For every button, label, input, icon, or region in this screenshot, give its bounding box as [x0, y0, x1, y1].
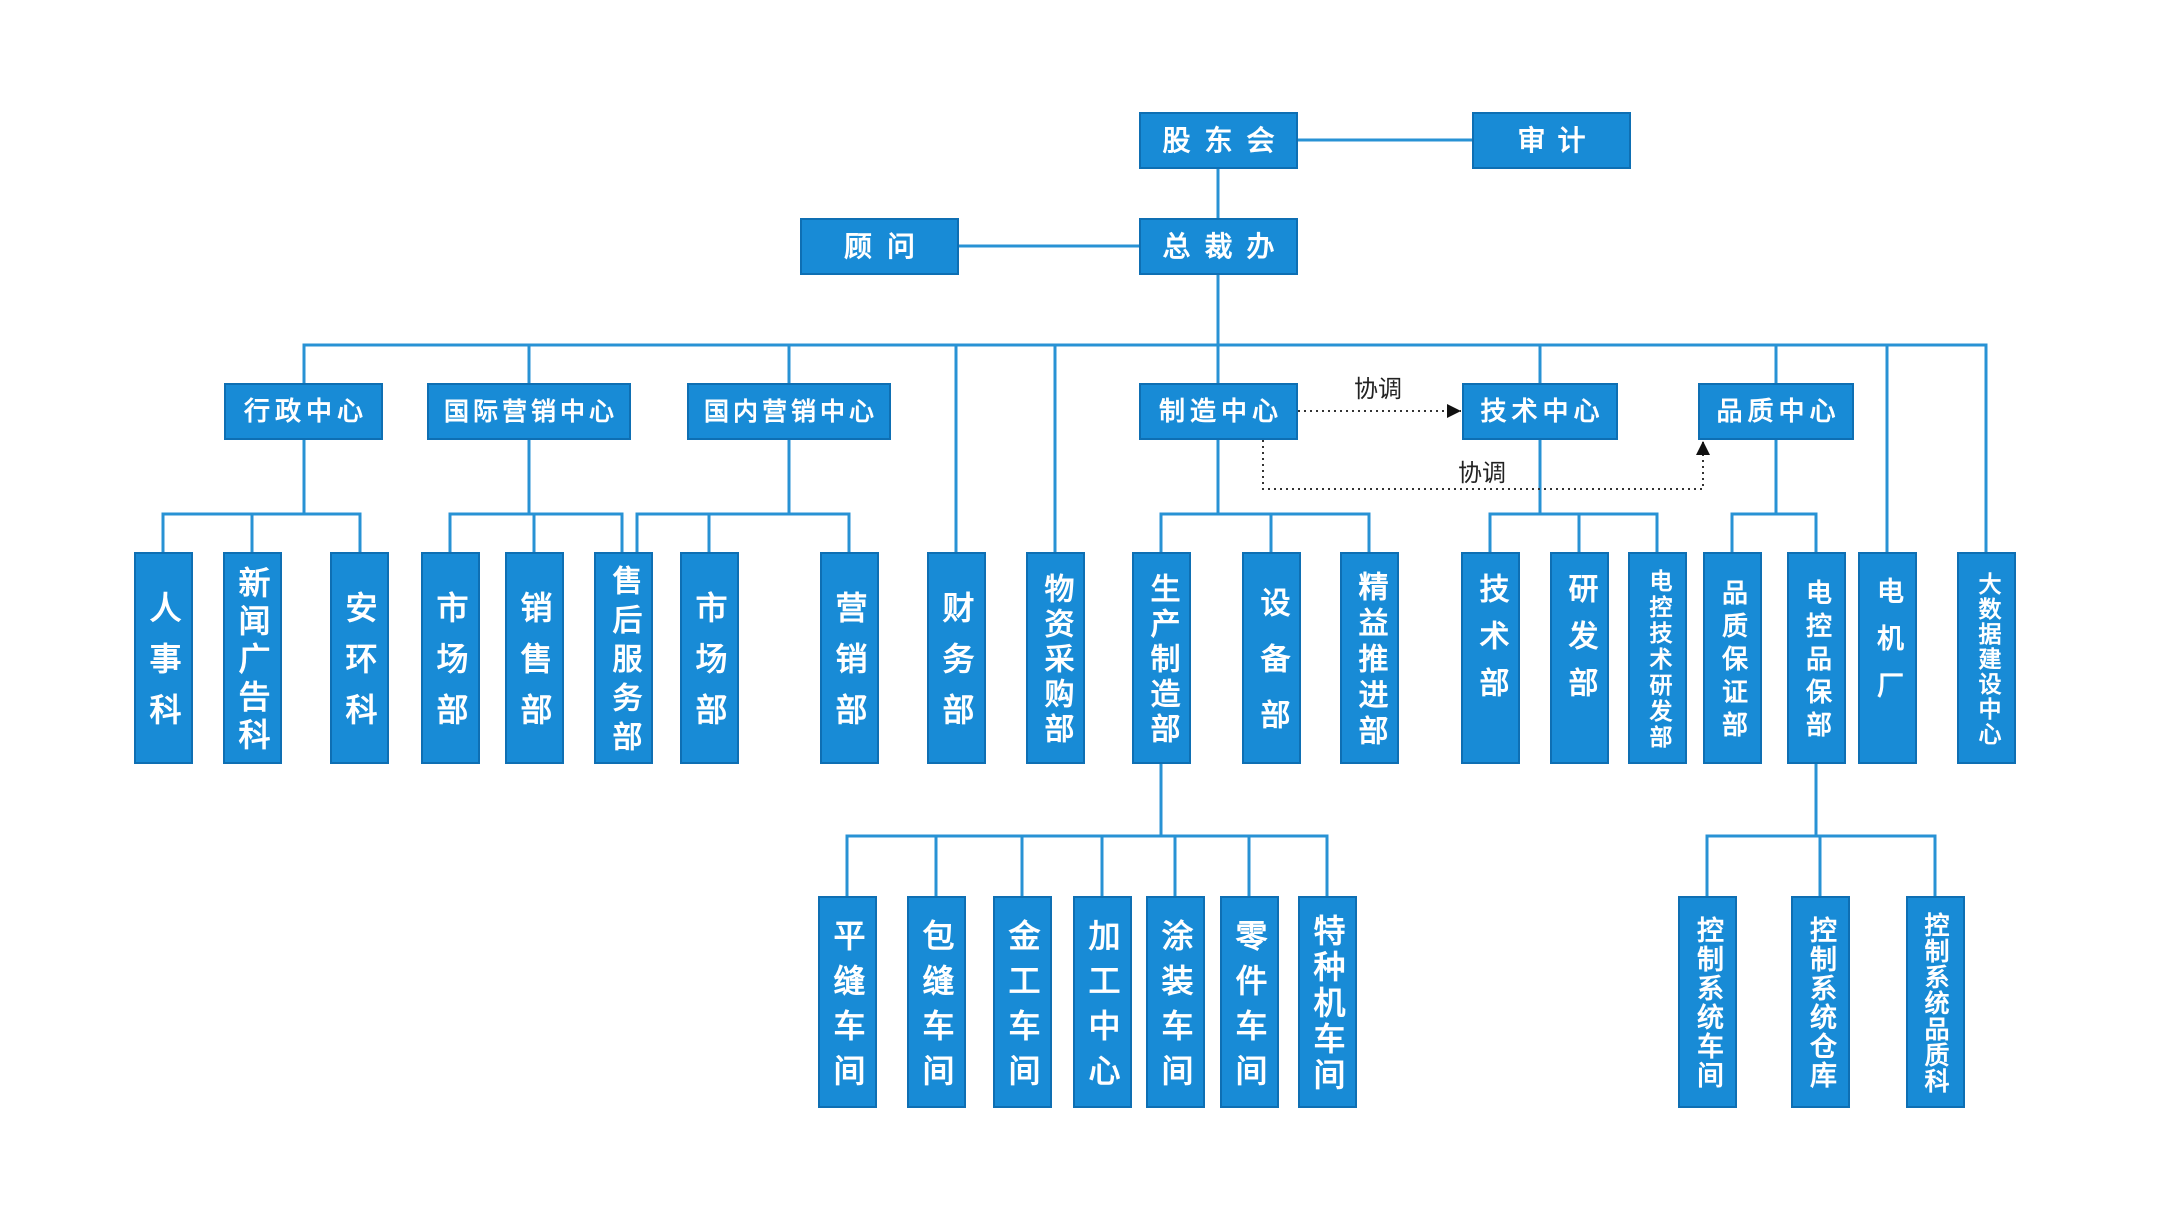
- connector-tech-branch: [1488, 438, 1659, 554]
- dept-domestic-market-box: 市场部: [680, 552, 739, 764]
- dept-procurement-label: 物资采购部: [1038, 573, 1074, 748]
- dept-motor-factory-box: 电机厂: [1858, 552, 1917, 764]
- dept-qa-label: 品质保证部: [1717, 579, 1748, 744]
- intl-marketing-center-label: 国际营销中心: [443, 397, 618, 426]
- dept-sales-box: 销售部: [505, 552, 564, 764]
- unit-cs-workshop-label: 控制系统车间: [1692, 916, 1723, 1090]
- intl-marketing-center-box: 国际营销中心: [427, 383, 631, 440]
- workshop-parts-label: 零件车间: [1230, 918, 1269, 1099]
- dept-intl-market-label: 市场部: [431, 591, 470, 744]
- advisor-label: 顾问: [843, 229, 930, 263]
- workshop-coating-box: 涂装车间: [1146, 896, 1205, 1108]
- dept-tech-label: 技术部: [1473, 573, 1509, 714]
- dept-domestic-market-label: 市场部: [690, 591, 729, 744]
- dept-ec-rnd-label: 电控技术研发部: [1645, 568, 1671, 751]
- admin-center-box: 行政中心: [224, 383, 383, 440]
- unit-cs-workshop-box: 控制系统车间: [1678, 896, 1737, 1108]
- dept-production-box: 生产制造部: [1132, 552, 1191, 764]
- dept-tech-box: 技术部: [1461, 552, 1520, 764]
- coordination-label-tech: 协调: [1354, 375, 1402, 403]
- dept-ec-qa-box: 电控品保部: [1787, 552, 1846, 764]
- workshop-metalwork-box: 金工车间: [993, 896, 1052, 1108]
- connector-manufacturing-branch: [1159, 438, 1371, 554]
- manufacturing-center-label: 制造中心: [1158, 396, 1283, 427]
- admin-center-label: 行政中心: [243, 396, 368, 427]
- dept-safety-env-label: 安环科: [340, 591, 379, 744]
- dept-hr-label: 人事科: [144, 591, 183, 744]
- workshop-special-machine-box: 特种机车间: [1298, 896, 1357, 1108]
- dept-sales-label: 销售部: [515, 591, 554, 744]
- workshop-machining-box: 加工中心: [1073, 896, 1132, 1108]
- unit-cs-warehouse-label: 控制系统仓库: [1805, 916, 1836, 1090]
- dept-news-ads-box: 新闻广告科: [223, 552, 282, 764]
- dept-equipment-box: 设备部: [1242, 552, 1301, 764]
- workshop-special-machine-label: 特种机车间: [1308, 914, 1347, 1094]
- president-office-label: 总裁办: [1162, 229, 1289, 263]
- dept-intl-market-box: 市场部: [421, 552, 480, 764]
- shareholders-box: 股东会: [1139, 112, 1298, 169]
- dept-lean-box: 精益推进部: [1340, 552, 1399, 764]
- workshop-flat-seam-box: 平缝车间: [818, 896, 877, 1108]
- workshop-metalwork-label: 金工车间: [1003, 918, 1042, 1099]
- connector-admin-branch: [161, 438, 362, 554]
- dept-production-label: 生产制造部: [1144, 573, 1180, 748]
- connector-quality-branch: [1730, 438, 1818, 554]
- manufacturing-center-box: 制造中心: [1139, 383, 1298, 440]
- domestic-marketing-center-label: 国内营销中心: [703, 397, 878, 426]
- dept-safety-env-box: 安环科: [330, 552, 389, 764]
- connector-intl-marketing-branch: [448, 438, 624, 554]
- dept-lean-label: 精益推进部: [1352, 571, 1388, 751]
- dept-procurement-box: 物资采购部: [1026, 552, 1085, 764]
- dept-after-sales-label: 售后服务部: [606, 565, 642, 760]
- dept-big-data-label: 大数据建设中心: [1974, 571, 2000, 747]
- connector-ec-qa-branch: [1705, 762, 1937, 898]
- coordination-arrow-quality: [1262, 440, 1710, 490]
- dept-motor-factory-label: 电机厂: [1872, 576, 1903, 718]
- dept-ec-qa-label: 电控品保部: [1801, 579, 1832, 744]
- dept-finance-box: 财务部: [927, 552, 986, 764]
- dept-news-ads-label: 新闻广告科: [233, 566, 272, 756]
- workshop-overlock-label: 包缝车间: [917, 918, 956, 1099]
- quality-center-box: 品质中心: [1698, 383, 1854, 440]
- dept-rnd-label: 研发部: [1562, 573, 1598, 714]
- workshop-coating-label: 涂装车间: [1156, 918, 1195, 1099]
- audit-box: 审计: [1472, 112, 1631, 169]
- dept-big-data-box: 大数据建设中心: [1957, 552, 2016, 764]
- domestic-marketing-center-box: 国内营销中心: [687, 383, 891, 440]
- dept-marketing-box: 营销部: [820, 552, 879, 764]
- unit-cs-quality-box: 控制系统品质科: [1906, 896, 1965, 1108]
- dept-ec-rnd-box: 电控技术研发部: [1628, 552, 1687, 764]
- dept-after-sales-box: 售后服务部: [594, 552, 653, 764]
- coordination-label-quality: 协调: [1458, 459, 1506, 487]
- dept-qa-box: 品质保证部: [1703, 552, 1762, 764]
- workshop-parts-box: 零件车间: [1220, 896, 1279, 1108]
- workshop-flat-seam-label: 平缝车间: [828, 918, 867, 1099]
- tech-center-label: 技术中心: [1480, 396, 1605, 427]
- dept-equipment-label: 设备部: [1254, 587, 1290, 755]
- dept-rnd-box: 研发部: [1550, 552, 1609, 764]
- advisor-box: 顾问: [800, 218, 959, 275]
- connector-production-branch: [845, 762, 1329, 898]
- shareholders-label: 股东会: [1162, 123, 1289, 157]
- tech-center-box: 技术中心: [1462, 383, 1618, 440]
- quality-center-label: 品质中心: [1716, 396, 1841, 427]
- connector-domestic-marketing-branch: [635, 438, 851, 554]
- dept-finance-label: 财务部: [937, 591, 976, 744]
- dept-marketing-label: 营销部: [830, 591, 869, 744]
- unit-cs-warehouse-box: 控制系统仓库: [1791, 896, 1850, 1108]
- president-office-box: 总裁办: [1139, 218, 1298, 275]
- workshop-machining-label: 加工中心: [1083, 918, 1122, 1099]
- dept-hr-box: 人事科: [134, 552, 193, 764]
- audit-label: 审计: [1517, 123, 1598, 157]
- workshop-overlock-box: 包缝车间: [907, 896, 966, 1108]
- unit-cs-quality-label: 控制系统品质科: [1921, 911, 1950, 1094]
